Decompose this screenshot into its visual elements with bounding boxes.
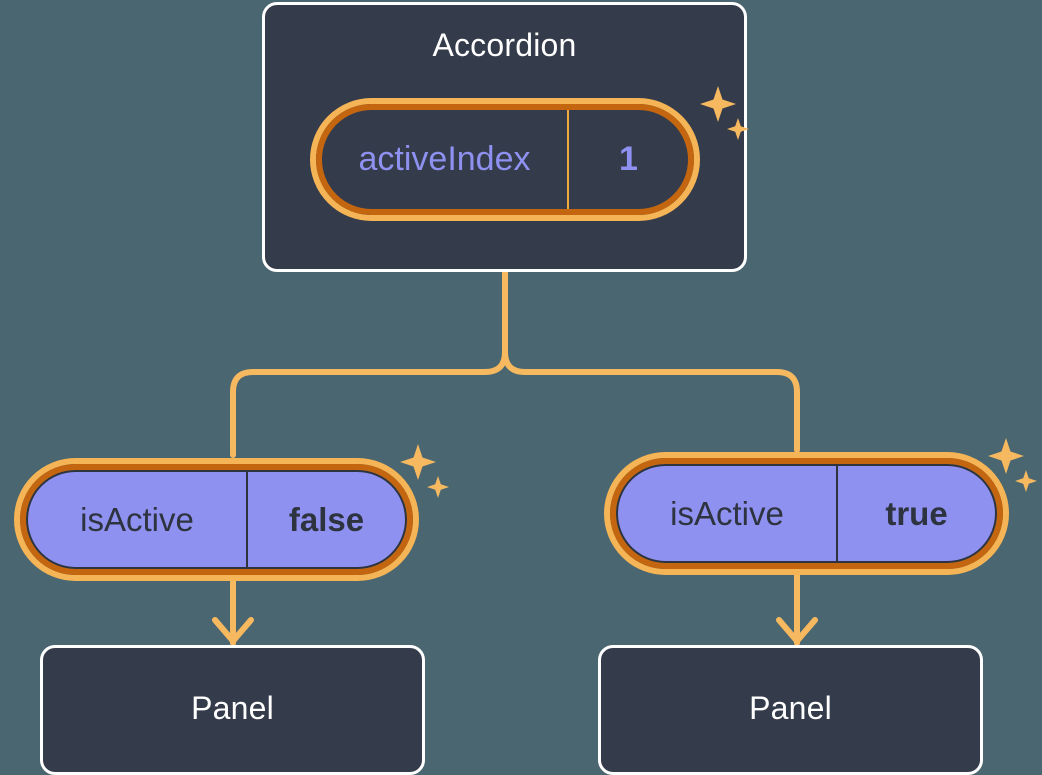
state-value-isactive-left: false — [288, 500, 365, 538]
arrowhead-left — [212, 617, 254, 644]
component-panel-right[interactable]: Panel — [598, 645, 983, 775]
state-pill-isactive-false[interactable]: isActive false — [14, 458, 419, 581]
state-pill-body: isActive false — [26, 470, 407, 569]
arrowhead-right — [776, 617, 818, 644]
panel-title-left: Panel — [191, 690, 274, 726]
state-pill-body: activeIndex 1 — [322, 110, 688, 209]
state-value-activeindex: 1 — [619, 140, 638, 178]
state-pill-isactive-true[interactable]: isActive true — [604, 452, 1009, 575]
component-panel-left[interactable]: Panel — [40, 645, 425, 775]
state-pill-activeindex[interactable]: activeIndex 1 — [310, 98, 700, 221]
wire-root-to-right — [502, 349, 800, 453]
accordion-title: Accordion — [432, 27, 577, 63]
state-pill-body: isActive true — [616, 464, 997, 563]
state-key-activeindex: activeIndex — [322, 110, 569, 209]
state-key-isactive-left: isActive — [28, 472, 248, 567]
state-key-isactive-right: isActive — [618, 466, 838, 561]
state-value-isactive-right: true — [885, 494, 948, 532]
wire-root-to-left — [230, 349, 508, 458]
panel-title-right: Panel — [749, 690, 832, 726]
